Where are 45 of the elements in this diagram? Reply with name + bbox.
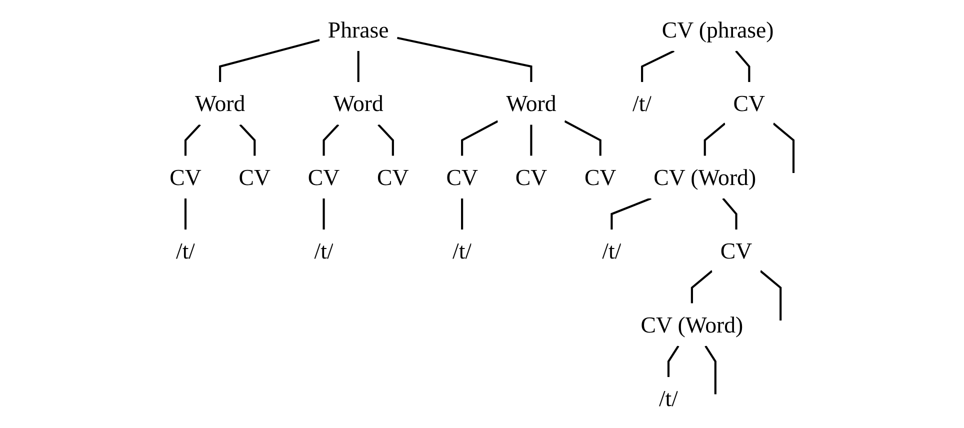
connector <box>461 198 464 230</box>
connector <box>760 270 782 320</box>
connector <box>705 345 717 394</box>
node-text: CV <box>734 90 766 116</box>
connector <box>691 270 714 304</box>
node-text: /t/ <box>314 238 334 264</box>
node-text: /t/ <box>452 238 472 264</box>
connector <box>378 124 394 156</box>
connector <box>611 197 652 230</box>
connector <box>641 50 675 82</box>
node-text: CV <box>308 164 340 190</box>
connector <box>358 50 360 82</box>
connector <box>219 38 320 82</box>
node-text: CV (Word) <box>654 164 757 190</box>
node-text: CV <box>446 164 478 190</box>
connector <box>240 124 256 156</box>
node-text: Word <box>334 90 384 116</box>
node-text: CV <box>584 164 617 190</box>
node-text: /t/ <box>602 238 622 264</box>
connector <box>530 124 533 156</box>
node-text: CV <box>720 238 753 264</box>
node-text: Word <box>506 90 557 116</box>
connector <box>323 198 326 230</box>
node-text: Phrase <box>328 16 390 43</box>
node-text: /t/ <box>659 385 678 412</box>
connector <box>461 120 499 156</box>
connector <box>184 124 202 156</box>
node-text: CV (Word) <box>641 312 744 338</box>
connector <box>773 122 795 173</box>
connector <box>722 198 738 230</box>
connector <box>704 122 726 156</box>
node-text: CV <box>239 164 271 190</box>
connector <box>668 345 680 378</box>
connector <box>564 120 602 156</box>
connector <box>736 50 751 82</box>
node-text: CV <box>170 164 202 190</box>
node-text: CV <box>516 164 548 190</box>
node-text: /t/ <box>176 238 196 264</box>
node-text: CV (phrase) <box>662 16 774 43</box>
node-text: CV <box>377 164 410 190</box>
connector <box>397 36 533 82</box>
connector <box>184 198 187 230</box>
node-text: Word <box>195 90 246 116</box>
connector <box>323 124 340 156</box>
node-text: /t/ <box>632 90 652 116</box>
